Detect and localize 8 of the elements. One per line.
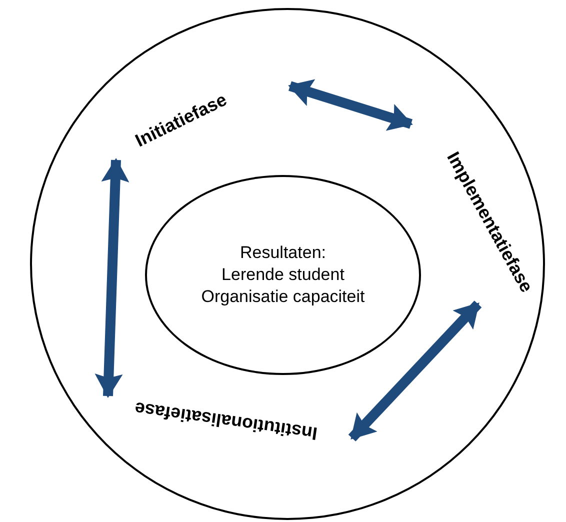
double-arrow: [348, 300, 482, 442]
result-text: Lerende student: [222, 264, 344, 286]
double-arrow: [288, 79, 413, 131]
outer-circle: [30, 8, 545, 520]
result-text: Resultaten:: [240, 242, 326, 264]
result-ellipse: [145, 175, 421, 375]
double-arrow: [94, 158, 130, 398]
result-text: Organisatie capaciteit: [201, 286, 365, 308]
